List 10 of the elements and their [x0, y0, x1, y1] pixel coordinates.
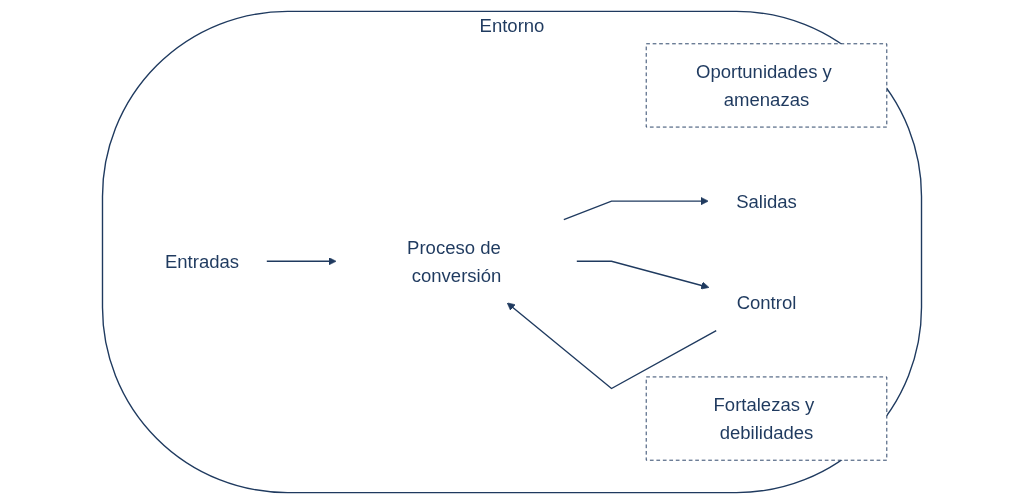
node-text: Salidas	[736, 190, 797, 212]
node-text: Entradas	[164, 251, 240, 272]
node-text: Control	[736, 292, 797, 314]
node-box: Oportunidades y amenazas	[645, 43, 888, 128]
node-text: Proceso de conversión	[407, 237, 502, 286]
arrow	[576, 260, 710, 290]
arrow	[563, 197, 709, 221]
arrow	[506, 302, 717, 390]
arrow	[266, 257, 337, 266]
node-box: Fortalezas y debilidades	[645, 376, 888, 461]
